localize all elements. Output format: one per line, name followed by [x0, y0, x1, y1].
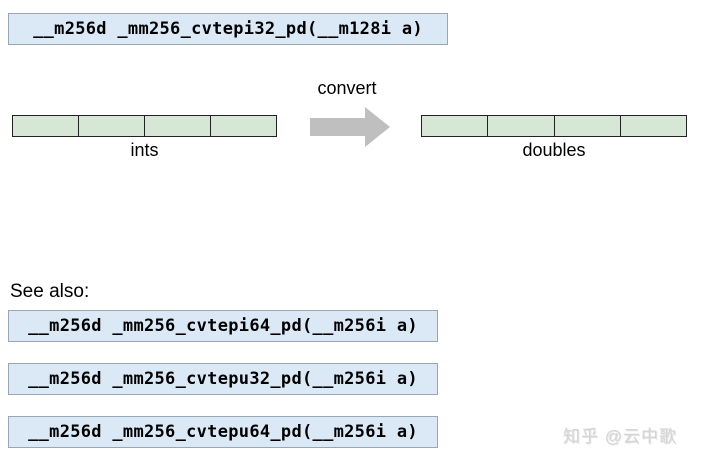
vector-cell	[78, 116, 144, 136]
watermark: 知乎 @云中歌	[563, 427, 677, 446]
see-also-signature-text: __m256d _mm256_cvtepu32_pd(__m256i a)	[28, 369, 418, 389]
see-also-signature-text: __m256d _mm256_cvtepi64_pd(__m256i a)	[28, 316, 418, 336]
convert-label: convert	[317, 78, 377, 98]
signature-box: __m256d _mm256_cvtepi32_pd(__m128i a)	[8, 13, 448, 45]
signature-text: __m256d _mm256_cvtepi32_pd(__m128i a)	[33, 19, 423, 39]
see-also-box: __m256d _mm256_cvtepu32_pd(__m256i a)	[8, 363, 438, 395]
vector-cell	[619, 116, 686, 136]
convert-arrow-icon	[310, 107, 390, 147]
vector-cell	[144, 116, 210, 136]
see-also-box: __m256d _mm256_cvtepu64_pd(__m256i a)	[8, 416, 438, 448]
doubles-vector	[421, 115, 687, 137]
see-also-heading: See also:	[10, 281, 90, 302]
vector-cell	[13, 116, 78, 136]
see-also-signature-text: __m256d _mm256_cvtepu64_pd(__m256i a)	[28, 422, 418, 442]
vector-cell	[487, 116, 554, 136]
vector-cell	[210, 116, 276, 136]
vector-cell	[422, 116, 488, 136]
ints-vector	[12, 115, 277, 137]
see-also-box: __m256d _mm256_cvtepi64_pd(__m256i a)	[8, 310, 438, 342]
doubles-label: doubles	[522, 140, 586, 160]
vector-cell	[553, 116, 620, 136]
ints-label: ints	[130, 140, 159, 160]
